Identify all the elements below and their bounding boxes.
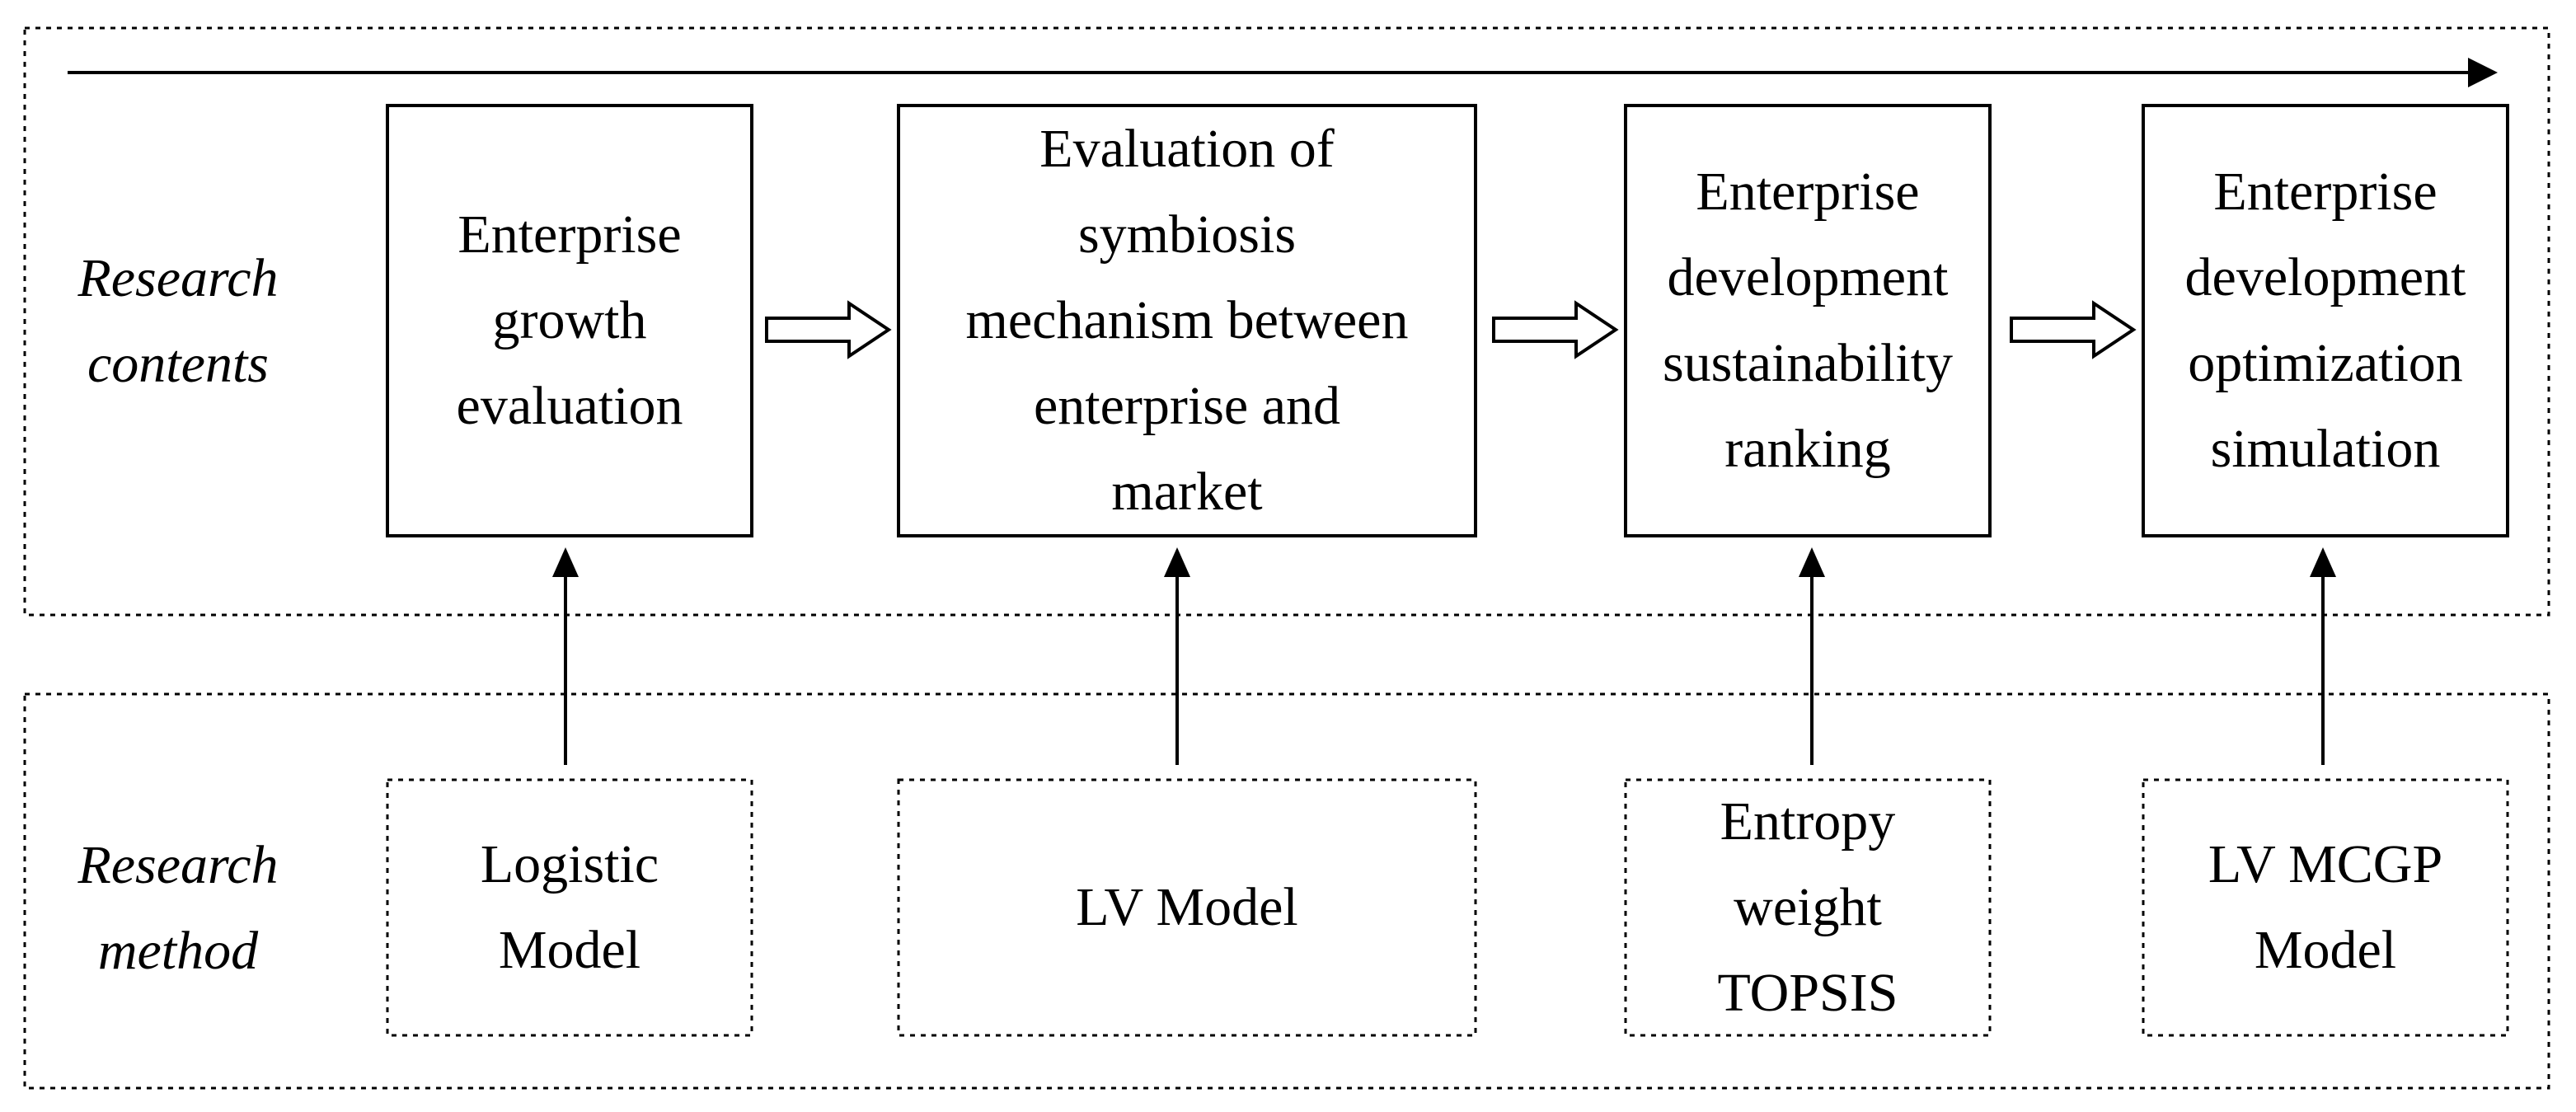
method-box-3-label: Entropy weight TOPSIS bbox=[1626, 780, 1990, 1035]
method-box-2 bbox=[897, 778, 1477, 1037]
hollow-right-arrow-icon bbox=[1492, 300, 1619, 359]
up-arrow-icon bbox=[2310, 547, 2336, 577]
research-method-label-line-2: method bbox=[97, 921, 259, 981]
research-contents-label-line-1: Research bbox=[77, 248, 279, 308]
method-box-3 bbox=[1624, 778, 1992, 1037]
support-arrow-3 bbox=[1799, 547, 1825, 765]
method-box-4-line-1: LV MCGP bbox=[2208, 834, 2443, 894]
content-box-3-label: Enterprise development sustainability ra… bbox=[1626, 106, 1990, 536]
method-box-4-line-2: Model bbox=[2254, 920, 2397, 980]
content-box-2-line-1: Evaluation of bbox=[1039, 119, 1335, 179]
content-box-3-line-3: sustainability bbox=[1663, 333, 1953, 393]
method-box-1-label: Logistic Model bbox=[387, 780, 752, 1035]
support-arrow-2 bbox=[1164, 547, 1190, 765]
content-box-2-line-4: enterprise and bbox=[1034, 376, 1340, 436]
content-box-2-line-5: market bbox=[1111, 462, 1263, 522]
up-arrow-icon bbox=[552, 547, 579, 577]
content-box-4-line-1: Enterprise bbox=[2213, 162, 2438, 222]
research-contents-label: Research contents bbox=[30, 236, 326, 407]
method-box-2-label: LV Model bbox=[899, 780, 1476, 1035]
hollow-right-arrow-icon bbox=[2010, 300, 2137, 359]
content-box-2-line-3: mechanism between bbox=[965, 290, 1409, 350]
hollow-right-arrow-icon bbox=[765, 300, 892, 359]
support-arrow-4 bbox=[2310, 547, 2336, 765]
research-method-label: Research method bbox=[30, 823, 326, 994]
content-box-1-label: Enterprise growth evaluation bbox=[387, 106, 752, 536]
method-box-3-line-1: Entropy bbox=[1720, 791, 1896, 852]
content-box-4 bbox=[2142, 104, 2509, 537]
up-arrow-icon bbox=[1799, 547, 1825, 577]
research-method-label-line-1: Research bbox=[77, 835, 279, 895]
research-contents-label-line-2: contents bbox=[87, 334, 269, 394]
content-box-3-line-2: development bbox=[1667, 247, 1949, 307]
research-method-frame bbox=[23, 692, 2550, 1090]
right-arrow-icon bbox=[2468, 58, 2498, 87]
method-box-4 bbox=[2142, 778, 2509, 1037]
timeline-arrow bbox=[68, 58, 2498, 87]
content-box-1-line-3: evaluation bbox=[456, 376, 683, 436]
method-box-1-line-1: Logistic bbox=[480, 834, 659, 894]
content-box-3-line-1: Enterprise bbox=[1696, 162, 1920, 222]
content-box-4-label: Enterprise development optimization simu… bbox=[2143, 106, 2508, 536]
research-contents-frame bbox=[23, 26, 2550, 617]
method-box-3-line-3: TOPSIS bbox=[1717, 963, 1898, 1023]
content-box-2 bbox=[897, 104, 1477, 537]
method-box-1 bbox=[386, 778, 753, 1037]
content-box-3 bbox=[1624, 104, 1992, 537]
method-box-1-line-2: Model bbox=[498, 920, 641, 980]
content-box-4-line-4: simulation bbox=[2210, 419, 2441, 479]
content-box-1-line-1: Enterprise bbox=[457, 204, 682, 265]
content-box-3-line-4: ranking bbox=[1724, 419, 1891, 479]
content-box-2-label: Evaluation of symbiosis mechanism betwee… bbox=[899, 106, 1476, 536]
content-box-2-line-2: symbiosis bbox=[1077, 204, 1297, 265]
method-box-2-line-1: LV Model bbox=[1076, 877, 1298, 937]
content-box-4-line-3: optimization bbox=[2188, 333, 2463, 393]
up-arrow-icon bbox=[1164, 547, 1190, 577]
content-box-1 bbox=[386, 104, 753, 537]
content-box-4-line-2: development bbox=[2184, 247, 2466, 307]
method-box-3-line-2: weight bbox=[1734, 877, 1882, 937]
method-box-4-label: LV MCGP Model bbox=[2143, 780, 2508, 1035]
content-box-1-line-2: growth bbox=[492, 290, 647, 350]
support-arrow-1 bbox=[552, 547, 579, 765]
